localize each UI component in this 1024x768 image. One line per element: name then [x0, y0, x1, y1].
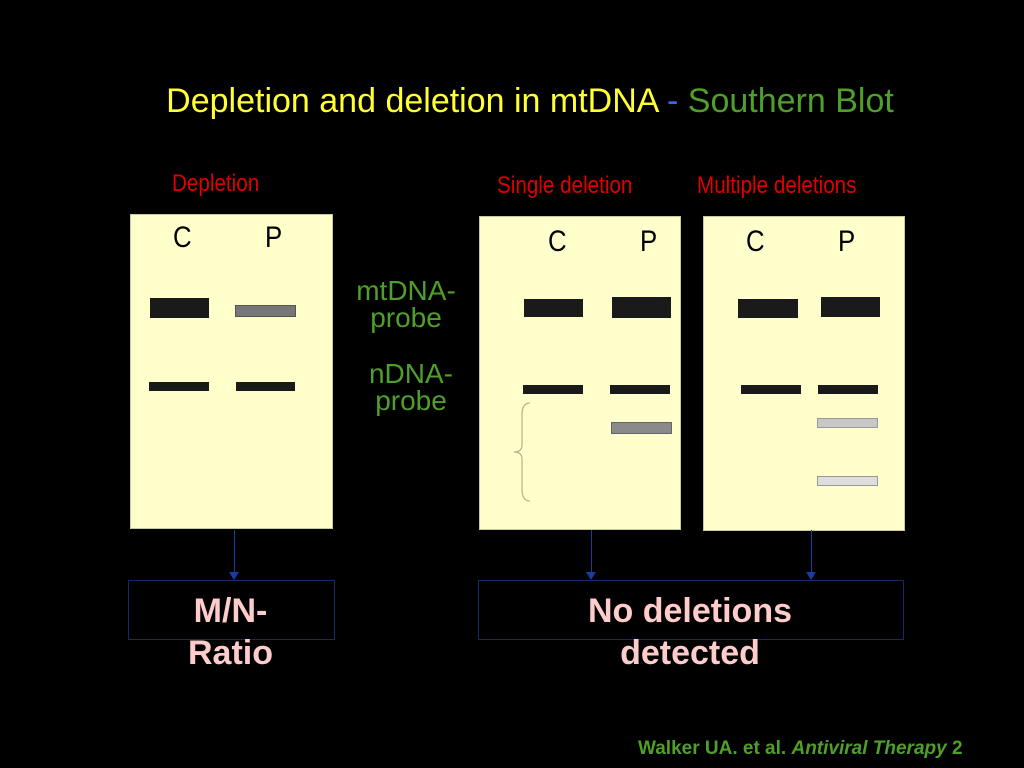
arrow-line: [234, 530, 235, 572]
lane-c-label: C: [548, 225, 567, 258]
lane-p-label: P: [265, 221, 283, 254]
single-deletion-blot: C P: [479, 216, 681, 530]
slide-title: Depletion and deletion in mtDNA - Southe…: [0, 82, 1024, 121]
citation-year: 2: [951, 738, 963, 759]
lane-c-label: C: [746, 225, 765, 258]
title-part-mtdna: Depletion and deletion in mtDNA: [166, 82, 658, 120]
brace-icon: [513, 402, 531, 502]
depletion-blot: C P: [130, 214, 333, 529]
ndna-band-patient: [818, 385, 878, 394]
depletion-label: Depletion: [172, 170, 260, 197]
ndna-band-control: [523, 385, 583, 394]
ndna-band-control: [741, 385, 801, 394]
arrow-down-icon: [586, 572, 596, 580]
multiple-deletions-blot: C P: [703, 216, 905, 531]
ndna-band-patient: [236, 382, 295, 391]
arrow-line: [811, 530, 812, 572]
ndna-probe-label: nDNA- probe: [368, 358, 453, 416]
mtdna-band-patient: [612, 297, 671, 318]
mtdna-band-patient: [821, 297, 880, 317]
arrow-line: [591, 530, 592, 572]
ndna-band-patient: [610, 385, 670, 394]
mtdna-band-control: [738, 299, 798, 318]
citation-journal: Antiviral Therapy: [791, 738, 947, 759]
lane-p-label: P: [838, 225, 856, 258]
no-deletions-box: [478, 580, 904, 640]
ratio-box: [128, 580, 335, 640]
mtdna-band-control: [524, 299, 583, 317]
ndna-band-control: [149, 382, 209, 391]
no-deletions-text: No deletions detected: [587, 592, 793, 672]
citation-authors: Walker UA. et al.: [638, 738, 787, 759]
ratio-text: M/N- Ratio: [188, 592, 273, 672]
single-deletion-label: Single deletion: [497, 172, 633, 199]
deletion-band-2-patient: [817, 476, 878, 486]
mtdna-band-patient: [235, 305, 296, 317]
citation: Walker UA. et al. Antiviral Therapy 2: [638, 738, 963, 760]
deletion-band-patient: [611, 422, 672, 434]
lane-p-label: P: [640, 225, 658, 258]
mtdna-band-control: [150, 298, 209, 318]
mtdna-probe-label: mtDNA- probe: [356, 275, 456, 333]
title-separator: -: [657, 82, 688, 120]
title-part-southern-blot: Southern Blot: [687, 82, 894, 120]
arrow-down-icon: [806, 572, 816, 580]
lane-c-label: C: [173, 221, 192, 254]
arrow-down-icon: [229, 572, 239, 580]
deletion-band-1-patient: [817, 418, 878, 428]
multiple-deletions-label: Multiple deletions: [697, 172, 857, 199]
